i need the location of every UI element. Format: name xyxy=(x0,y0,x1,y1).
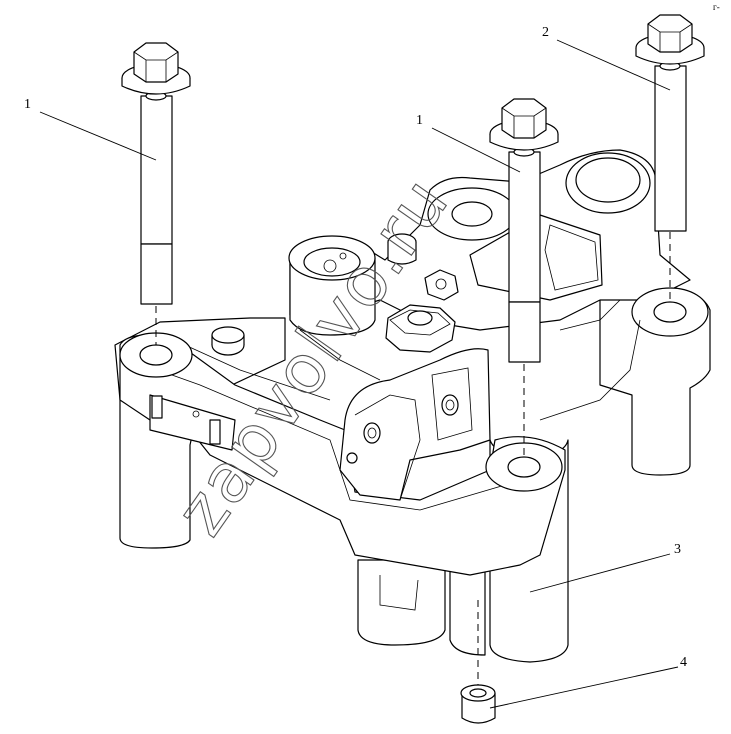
callout-label-bolt-right: 2 xyxy=(542,25,549,40)
callout-label-bolt-left: 1 xyxy=(24,97,31,112)
bolt-left xyxy=(121,42,191,305)
bolt-center xyxy=(489,98,559,363)
corner-mark: г- xyxy=(713,2,720,12)
bolt-right xyxy=(635,14,705,232)
leader-lines xyxy=(39,39,679,709)
dowel-sleeve xyxy=(460,684,496,724)
rocker-housing xyxy=(114,149,711,663)
callout-label-dowel: 4 xyxy=(680,655,687,670)
callout-label-bolt-center: 1 xyxy=(416,113,423,128)
assembly-axes xyxy=(155,232,671,685)
callout-label-housing: 3 xyxy=(674,542,681,557)
